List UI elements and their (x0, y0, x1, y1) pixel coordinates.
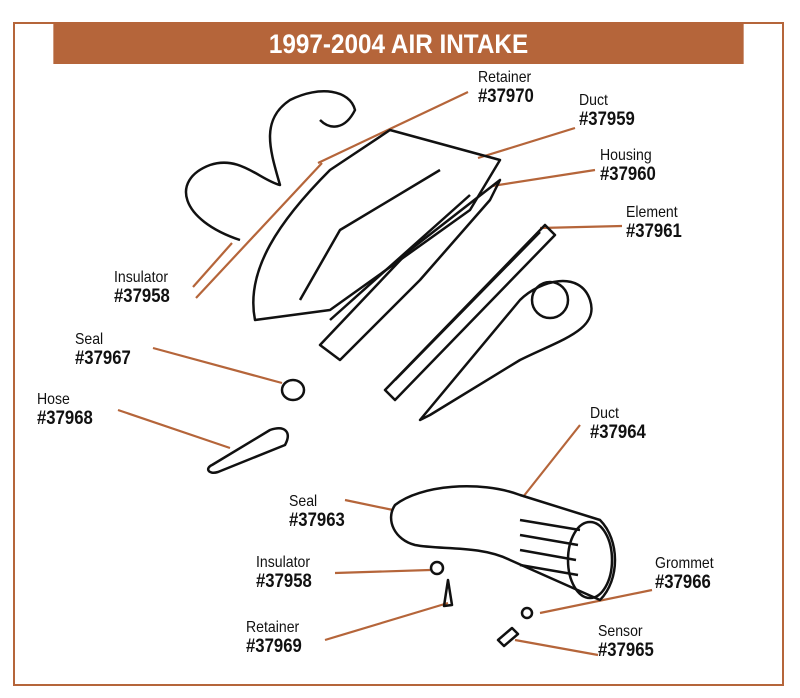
part-number: #37961 (626, 220, 682, 242)
grommet-part (520, 606, 534, 620)
sensor-part (496, 626, 520, 648)
leader-seal-37963 (344, 498, 394, 512)
label-seal-37963: Seal#37963 (289, 493, 352, 531)
leader-grommet-37966 (539, 588, 653, 615)
part-name: Seal (289, 493, 318, 510)
label-retainer-37969: Retainer#37969 (246, 619, 309, 657)
leader-retainer-37969 (324, 601, 449, 642)
part-number: #37964 (590, 421, 646, 443)
hose-part (206, 427, 289, 474)
leader-hose-37968 (117, 408, 231, 450)
leader-duct-37964 (522, 424, 581, 498)
label-hose-37968: Hose#37968 (37, 391, 100, 429)
leader-insulator-37958-a (192, 242, 233, 288)
label-seal-37967: Seal#37967 (75, 331, 138, 369)
part-number: #37965 (598, 639, 654, 661)
leader-housing-37960 (491, 168, 596, 188)
leader-duct-37959 (477, 126, 576, 160)
part-number: #37969 (246, 635, 302, 657)
leader-lines (117, 91, 653, 657)
part-name: Hose (37, 391, 70, 408)
leader-element-37961 (539, 224, 623, 230)
part-number: #37958 (256, 570, 312, 592)
leader-insulator-37958-bottom (334, 568, 431, 575)
label-insulator-37958-top: Insulator#37958 (114, 269, 177, 307)
label-housing-37960: Housing#37960 (600, 147, 663, 185)
leader-insulator-37958-b (195, 162, 323, 299)
lower-housing (418, 279, 593, 422)
part-name: Insulator (114, 269, 169, 286)
part-name: Housing (600, 147, 652, 164)
part-name: Retainer (246, 619, 300, 636)
part-name: Retainer (478, 69, 532, 86)
part-name: Seal (75, 331, 104, 348)
label-sensor-37965: Sensor#37965 (598, 623, 661, 661)
label-element-37961: Element#37961 (626, 204, 689, 242)
part-name: Sensor (598, 623, 643, 640)
part-name: Insulator (256, 554, 311, 571)
part-number: #37958 (114, 285, 170, 307)
part-number: #37967 (75, 347, 131, 369)
leader-retainer-37970 (317, 91, 469, 164)
part-name: Duct (590, 405, 619, 422)
part-number: #37968 (37, 407, 93, 429)
label-grommet-37966: Grommet#37966 (655, 555, 722, 593)
insulator-bottom-part (429, 560, 445, 576)
lower-duct (389, 485, 617, 602)
diagram-title: 1997-2004 AIR INTAKE (53, 24, 744, 64)
part-name: Grommet (655, 555, 714, 572)
label-duct-37964: Duct#37964 (590, 405, 653, 443)
leader-sensor-37965 (514, 638, 599, 657)
part-number: #37960 (600, 163, 656, 185)
label-retainer-37970: Retainer#37970 (478, 69, 541, 107)
part-name: Duct (579, 92, 608, 109)
label-insulator-37958-bottom: Insulator#37958 (256, 554, 319, 592)
seal-37967-part (280, 378, 306, 402)
upper-duct-cover (252, 128, 502, 322)
part-name: Element (626, 204, 678, 221)
retainer-bottom-part (442, 578, 454, 608)
label-duct-37959: Duct#37959 (579, 92, 642, 130)
part-number: #37966 (655, 571, 711, 593)
part-number: #37963 (289, 509, 345, 531)
part-number: #37970 (478, 85, 534, 107)
part-number: #37959 (579, 108, 635, 130)
wire-harness (184, 90, 357, 242)
leader-seal-37967 (152, 346, 283, 385)
